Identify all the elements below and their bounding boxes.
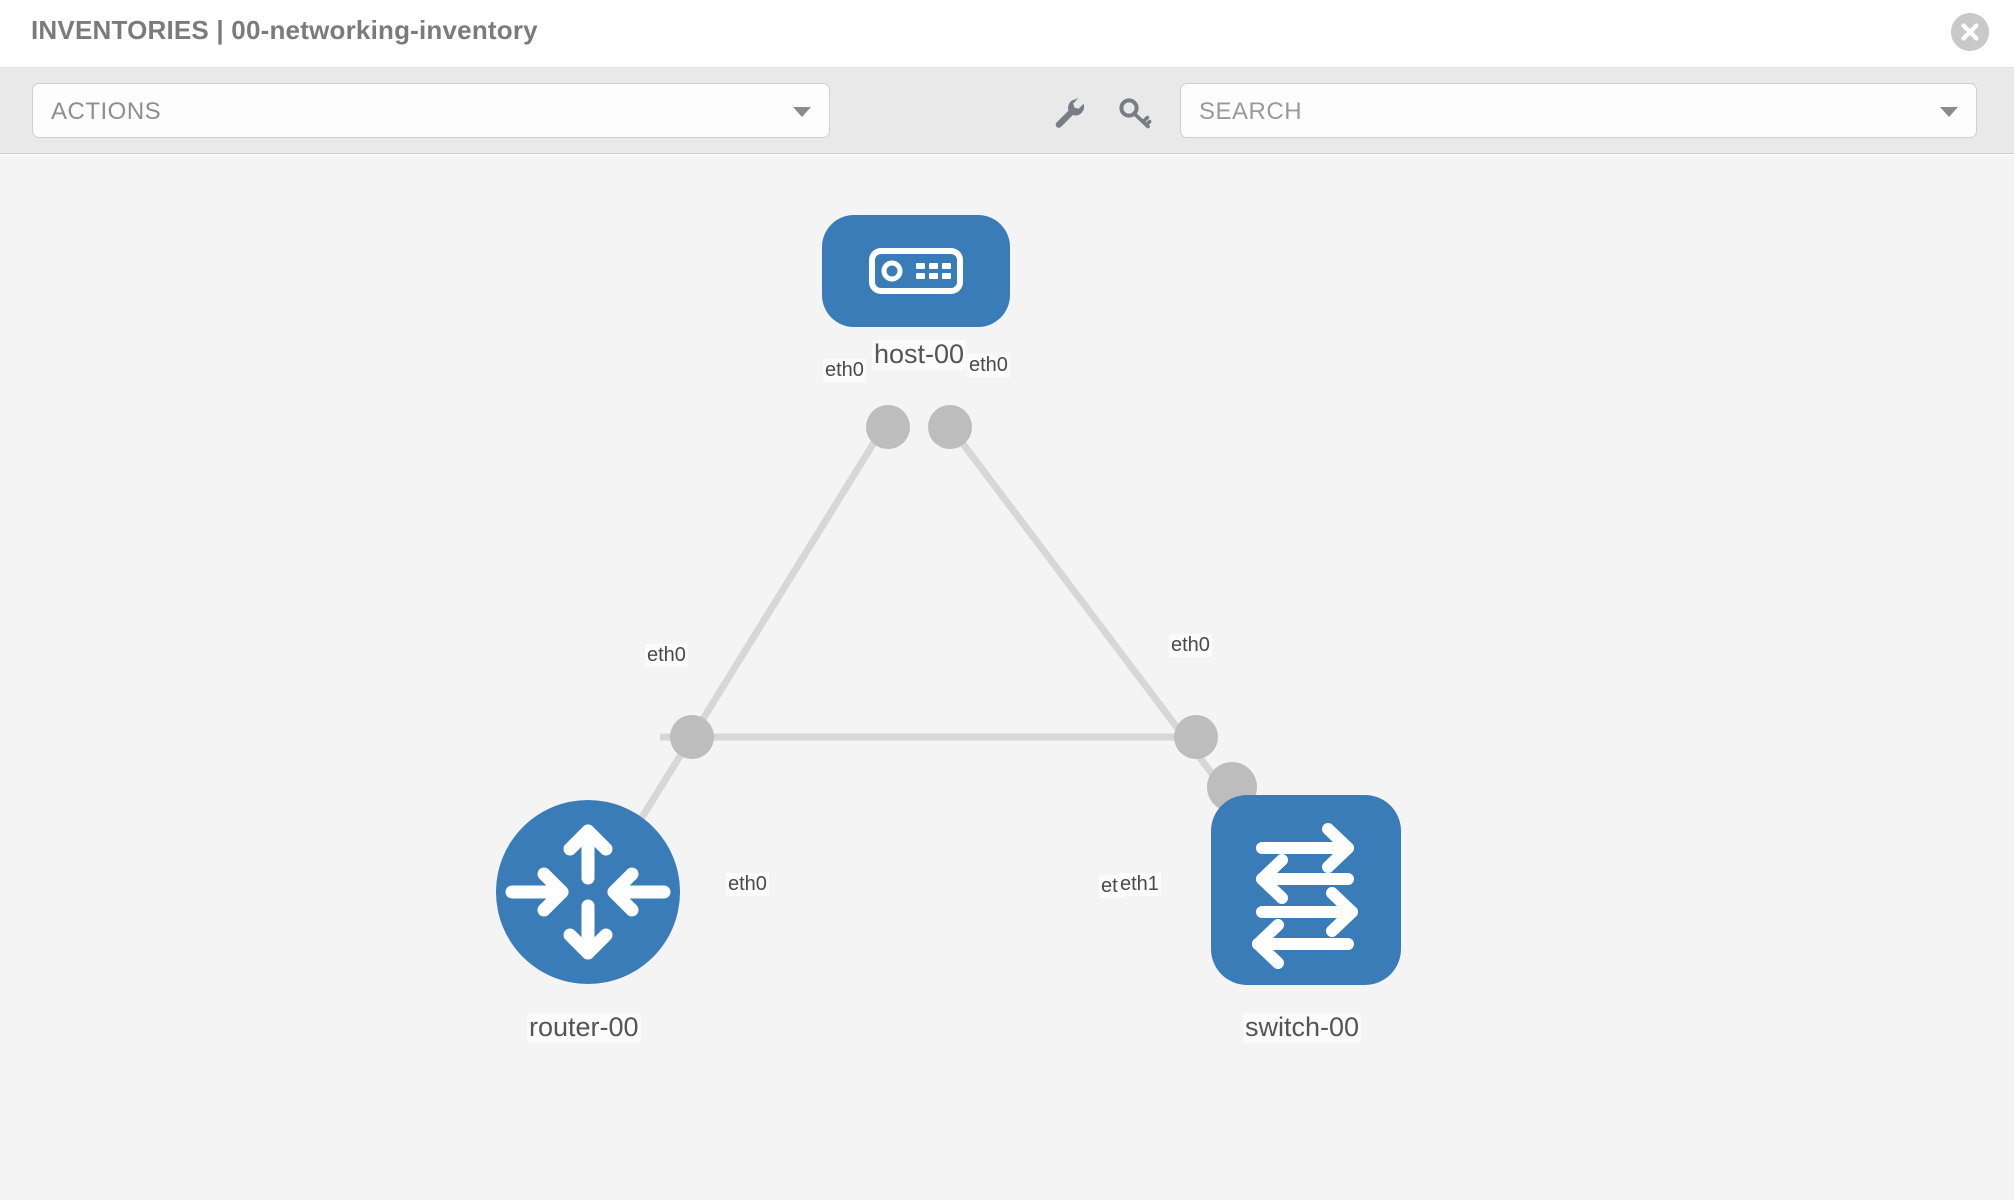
chevron-down-icon[interactable] xyxy=(1940,107,1958,117)
iface-label-switch-eth1: eth1 xyxy=(1118,873,1161,896)
topology-graph xyxy=(496,215,1401,985)
actions-dropdown-label: ACTIONS xyxy=(51,98,162,125)
iface-label-host-right: eth0 xyxy=(967,354,1010,377)
port-host-right xyxy=(928,405,972,449)
iface-label-switch-uplink: eth0 xyxy=(1169,634,1212,657)
search-input-value: SEARCH xyxy=(1199,98,1303,125)
window-header: INVENTORIES | 00-networking-inventory xyxy=(0,0,2014,68)
actions-dropdown[interactable]: ACTIONS xyxy=(32,83,830,138)
topology-canvas[interactable]: host-00 router-00 switch-00 eth0 eth0 et… xyxy=(0,155,2014,1200)
port-router-right xyxy=(670,715,714,759)
iface-label-router-uplink: eth0 xyxy=(645,644,688,667)
toolbar: ACTIONS SEARCH xyxy=(0,68,2014,154)
node-switch-00[interactable] xyxy=(1211,795,1401,985)
node-router-00[interactable] xyxy=(496,800,680,984)
iface-label-router-eth0: eth0 xyxy=(726,873,769,896)
key-icon[interactable] xyxy=(1118,96,1152,130)
port-host-left xyxy=(866,405,910,449)
page-title: INVENTORIES | 00-networking-inventory xyxy=(31,15,538,45)
iface-label-host-left: eth0 xyxy=(823,359,866,382)
port-group xyxy=(670,405,1257,812)
chevron-down-icon xyxy=(793,107,811,117)
close-icon[interactable] xyxy=(1951,13,1989,51)
node-host-00[interactable] xyxy=(822,215,1010,327)
wrench-icon[interactable] xyxy=(1052,96,1086,130)
node-label-router-00: router-00 xyxy=(527,1012,641,1043)
link-group xyxy=(625,417,1231,842)
node-label-host-00: host-00 xyxy=(872,339,967,370)
port-switch-left xyxy=(1174,715,1218,759)
node-label-switch-00: switch-00 xyxy=(1243,1012,1362,1043)
iface-label-switch-overlap: etl xyxy=(1099,875,1125,898)
search-input[interactable]: SEARCH xyxy=(1180,83,1977,138)
link-host-router xyxy=(625,418,891,842)
